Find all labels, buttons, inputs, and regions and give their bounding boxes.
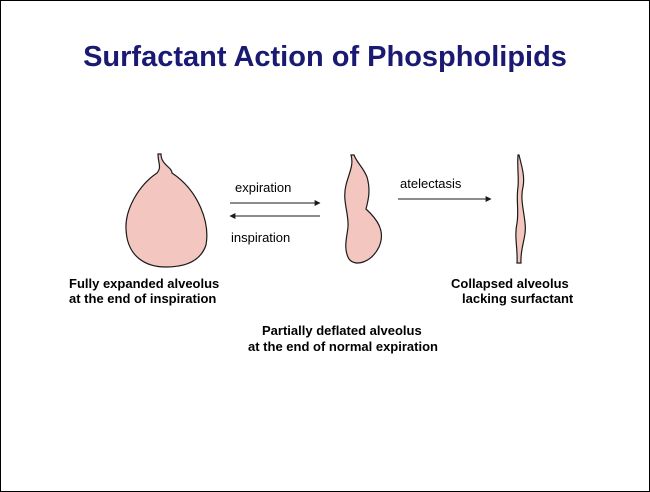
collapsed-caption-line1: Collapsed alveolus: [451, 276, 569, 291]
atelectasis-label: atelectasis: [400, 176, 462, 191]
expanded-caption-line2: at the end of inspiration: [69, 291, 216, 306]
inspiration-label: inspiration: [231, 230, 290, 245]
partial-caption-line1: Partially deflated alveolus: [262, 323, 422, 338]
expanded-alveolus-shape: [126, 154, 207, 267]
collapsed-alveolus-shape: [516, 155, 525, 263]
collapsed-caption-line2: lacking surfactant: [462, 291, 574, 306]
expiration-label: expiration: [235, 180, 291, 195]
expanded-caption-line1: Fully expanded alveolus: [69, 276, 219, 291]
partial-caption-line2: at the end of normal expiration: [248, 339, 438, 354]
partial-alveolus-shape: [345, 155, 382, 263]
